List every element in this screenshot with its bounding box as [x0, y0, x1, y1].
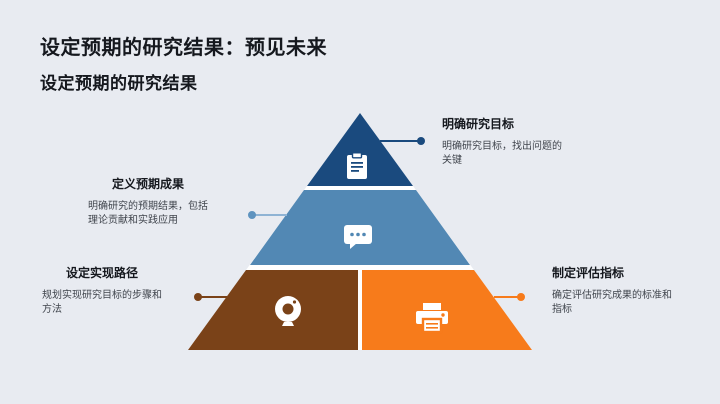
- callout-set-path: 设定实现路径 规划实现研究目标的步骤和 方法: [42, 265, 162, 317]
- callout-evaluation-metrics: 制定评估指标 确定评估研究成果的标准和 指标: [552, 265, 672, 317]
- callout-body-line: 理论贡献和实践应用: [88, 215, 178, 226]
- callout-body-line: 确定评估研究成果的标准和: [552, 290, 672, 301]
- callout-title: 制定评估指标: [552, 266, 625, 280]
- webcam-icon: [275, 296, 301, 326]
- chat-bubble-icon: [344, 225, 372, 249]
- callout-body-line: 规划实现研究目标的步骤和: [42, 290, 162, 301]
- callout-title: 明确研究目标: [442, 117, 515, 131]
- connector-dot-top-right: [417, 137, 425, 145]
- slide-title: 设定预期的研究结果：预见未来: [40, 37, 327, 59]
- connector-dot-bottom-right: [517, 293, 525, 301]
- connector-dot-mid-left: [248, 211, 256, 219]
- callout-body-line: 方法: [42, 304, 62, 315]
- connector-dot-bottom-left: [194, 293, 202, 301]
- callout-body-line: 明确研究目标，找出问题的: [442, 141, 562, 152]
- connector-line-mid-left: [252, 214, 287, 216]
- callout-define-outcomes: 定义预期成果 明确研究的预期结果，包括 理论贡献和实践应用: [88, 176, 208, 228]
- connector-line-bottom-left: [198, 296, 227, 298]
- pyramid-diagram: [188, 113, 532, 350]
- callout-define-goals: 明确研究目标 明确研究目标，找出问题的 关键: [442, 116, 562, 168]
- callout-title: 设定实现路径: [65, 266, 138, 280]
- callout-title: 定义预期成果: [111, 177, 184, 191]
- connector-line-bottom-right: [494, 296, 521, 298]
- printer-icon: [416, 303, 448, 334]
- callout-body-line: 明确研究的预期结果，包括: [88, 201, 208, 212]
- connector-line-top-right: [380, 140, 421, 142]
- clipboard-icon: [347, 152, 367, 179]
- callout-body-line: 指标: [552, 304, 572, 315]
- slide-subtitle: 设定预期的研究结果: [40, 74, 198, 93]
- callout-body-line: 关键: [442, 155, 462, 166]
